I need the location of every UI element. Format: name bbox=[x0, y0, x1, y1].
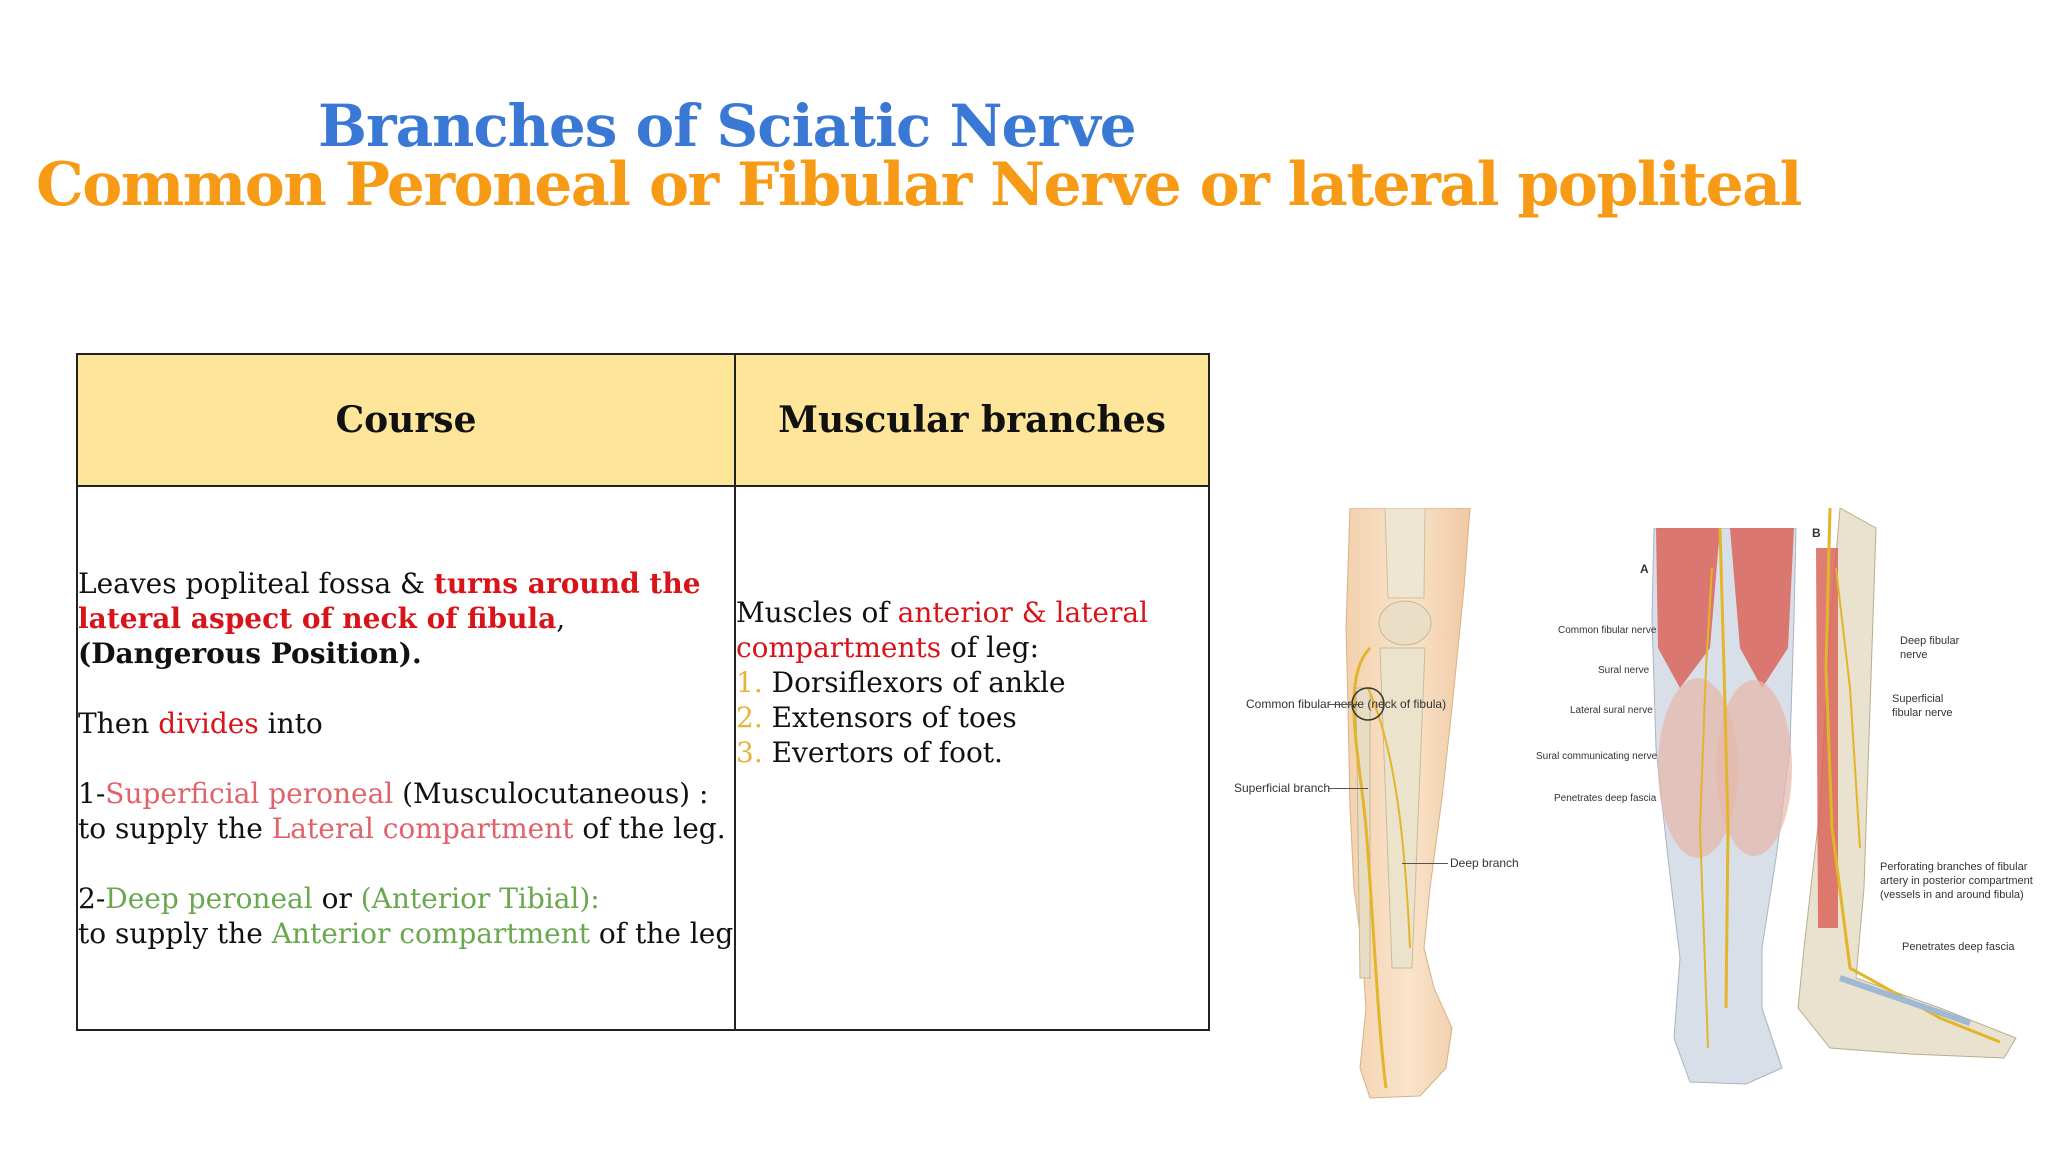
page-subtitle: Common Peroneal or Fibular Nerve or late… bbox=[36, 150, 1802, 220]
list-text: Evertors of foot. bbox=[762, 736, 1003, 769]
course-text: into bbox=[258, 706, 323, 740]
list-item: 1. Dorsiflexors of ankle bbox=[736, 665, 1208, 700]
course-highlight: turns around the lateral aspect of neck … bbox=[78, 566, 701, 635]
course-text: 2- bbox=[78, 881, 106, 915]
label-common-fibular-a: Common fibular nerve bbox=[1558, 625, 1657, 636]
anterior-leg-illustration bbox=[1220, 507, 1560, 1108]
list-text: Dorsiflexors of ankle bbox=[762, 666, 1066, 699]
course-text: to supply the bbox=[78, 811, 272, 845]
list-number: 2. bbox=[736, 701, 763, 734]
label-penetrates-b: Penetrates deep fascia bbox=[1902, 941, 2015, 953]
label-penetrates-a: Penetrates deep fascia bbox=[1554, 793, 1657, 804]
anterior-tibial: (Anterior Tibial): bbox=[360, 881, 600, 915]
posterior-leg-drawing bbox=[1651, 527, 1797, 1085]
label-deep-fibular: Deep fibular nerve bbox=[1900, 635, 1960, 661]
course-text: Leaves popliteal fossa & bbox=[78, 566, 434, 600]
lateral-leg-drawing bbox=[1797, 507, 2017, 1059]
lateral-leg-illustration bbox=[1790, 507, 2020, 1068]
label-superficial-branch: Superficial branch bbox=[1234, 781, 1331, 795]
course-note: (Dangerous Position). bbox=[78, 636, 422, 670]
nerve-table: Course Muscular branches Leaves poplitea… bbox=[76, 353, 1210, 1031]
list-item: 2. Extensors of toes bbox=[736, 700, 1208, 735]
leader-line bbox=[1328, 704, 1358, 705]
label-superficial-fibular: Superficial fibular nerve bbox=[1892, 693, 1953, 719]
course-text: of the leg. bbox=[573, 811, 726, 845]
muscular-highlight: anterior & lateral compartments bbox=[736, 596, 1149, 664]
superficial-peroneal: Superficial peroneal bbox=[105, 776, 394, 810]
list-number: 1. bbox=[736, 666, 763, 699]
course-text: , bbox=[556, 601, 566, 635]
label-deep-branch: Deep branch bbox=[1450, 856, 1519, 870]
list-number: 3. bbox=[736, 736, 763, 769]
course-text: 1- bbox=[78, 776, 106, 810]
table-body-row: Leaves popliteal fossa & turns around th… bbox=[76, 485, 1210, 1031]
panel-label-a: A bbox=[1640, 562, 1649, 576]
muscular-text: of leg: bbox=[941, 631, 1040, 664]
anterior-leg-drawing bbox=[1345, 507, 1471, 1099]
header-muscular-branches: Muscular branches bbox=[734, 353, 1210, 487]
muscular-text: Muscles of bbox=[736, 596, 898, 629]
anterior-compartment: Anterior compartment bbox=[271, 916, 591, 950]
course-text: to supply the bbox=[78, 916, 272, 950]
course-text: Then bbox=[78, 706, 159, 740]
table-header-row: Course Muscular branches bbox=[76, 353, 1210, 487]
posterior-leg-illustration bbox=[1650, 527, 1800, 1088]
course-paragraph-3: 1-Superficial peroneal (Musculocutaneous… bbox=[78, 776, 734, 846]
label-lateral-sural: Lateral sural nerve bbox=[1570, 705, 1653, 716]
course-highlight: divides bbox=[158, 706, 259, 740]
course-paragraph-1: Leaves popliteal fossa & turns around th… bbox=[78, 566, 734, 671]
list-item: 3. Evertors of foot. bbox=[736, 735, 1208, 770]
course-cell: Leaves popliteal fossa & turns around th… bbox=[76, 485, 736, 1031]
course-text: of the leg bbox=[590, 916, 734, 950]
muscular-intro: Muscles of anterior & lateral compartmen… bbox=[736, 595, 1208, 665]
course-paragraph-4: 2-Deep peroneal or (Anterior Tibial): to… bbox=[78, 881, 734, 951]
page-title: Branches of Sciatic Nerve bbox=[318, 92, 1137, 160]
muscular-cell: Muscles of anterior & lateral compartmen… bbox=[734, 485, 1210, 1031]
header-course: Course bbox=[76, 353, 736, 487]
panel-label-b: B bbox=[1812, 526, 1821, 540]
deep-peroneal: Deep peroneal bbox=[105, 881, 313, 915]
label-perforating-branches: Perforating branches of fibular artery i… bbox=[1880, 861, 2033, 901]
label-sural: Sural nerve bbox=[1598, 665, 1650, 676]
course-text: (Musculocutaneous) : bbox=[393, 776, 709, 810]
leader-line bbox=[1402, 863, 1448, 864]
list-text: Extensors of toes bbox=[762, 701, 1017, 734]
label-sural-communicating: Sural communicating nerve bbox=[1536, 751, 1658, 762]
course-paragraph-2: Then divides into bbox=[78, 706, 734, 741]
course-text: or bbox=[312, 881, 361, 915]
lateral-compartment: Lateral compartment bbox=[271, 811, 574, 845]
leader-line bbox=[1328, 788, 1368, 789]
